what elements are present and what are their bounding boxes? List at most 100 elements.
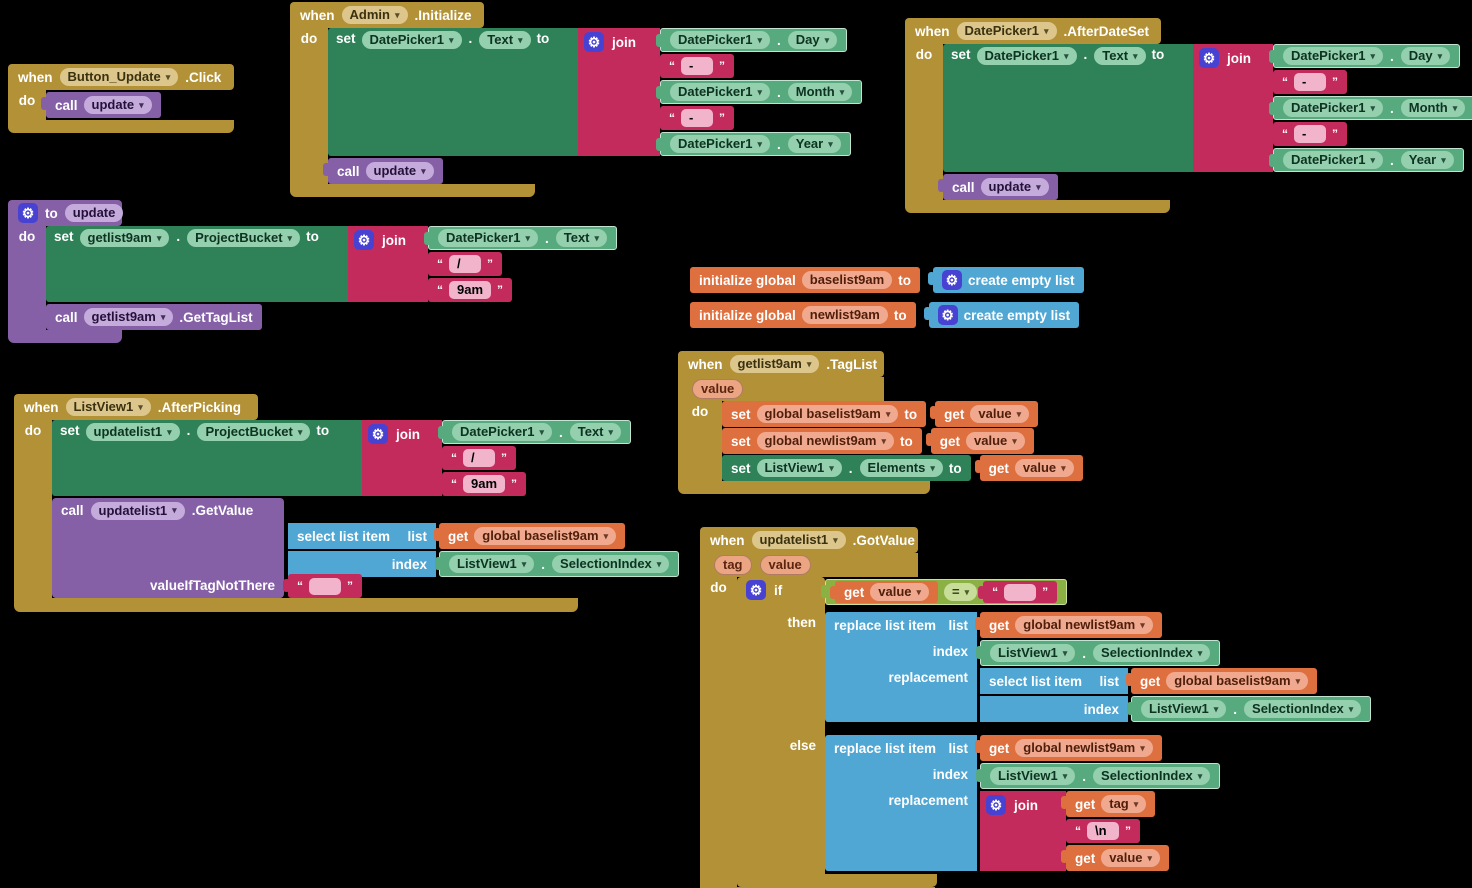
string-dash-block[interactable]: “-” xyxy=(1268,122,1347,146)
string-field[interactable]: - xyxy=(681,57,713,75)
string-dash-block[interactable]: “-” xyxy=(1268,70,1347,94)
property-dropdown[interactable]: SelectionIndex▾ xyxy=(1244,700,1362,718)
property-dropdown[interactable]: Text▾ xyxy=(1094,47,1146,65)
set-projectbucket-block[interactable]: set updatelist1▾ . ProjectBucket▾ to ⚙jo… xyxy=(52,420,632,496)
component-dropdown[interactable]: getlist9am▾ xyxy=(729,355,820,373)
set-datepicker-text-block[interactable]: set DatePicker1▾ . Text▾ to ⚙join DatePi… xyxy=(943,44,1472,172)
property-dropdown[interactable]: Text▾ xyxy=(555,229,608,247)
listview-selectionindex-getter[interactable]: ListView1▾ . SelectionIndex▾ xyxy=(434,551,680,577)
mutator-gear-icon[interactable]: ⚙ xyxy=(354,230,374,250)
string-empty-block[interactable]: “” xyxy=(978,581,1058,603)
variable-dropdown[interactable]: global baselist9am▾ xyxy=(756,405,899,423)
init-global-baselist9am-block[interactable]: initialize global baselist9am to xyxy=(690,267,920,293)
component-dropdown[interactable]: DatePicker1▾ xyxy=(361,31,462,49)
string-field[interactable]: / xyxy=(449,255,481,273)
string-dash-block[interactable]: “-” xyxy=(655,54,734,78)
datepicker-month-getter[interactable]: DatePicker1▾ . Month▾ xyxy=(1268,96,1472,120)
get-global-newlist9am-block[interactable]: get global newlist9am▾ xyxy=(975,612,1162,638)
block-when-getlist9am-taglist[interactable]: when getlist9am▾ .TagList value do set g… xyxy=(678,351,1083,494)
string-field[interactable]: \n xyxy=(1087,822,1119,840)
string-field[interactable]: - xyxy=(1294,125,1326,143)
listview-selectionindex-getter[interactable]: ListView1▾ . SelectionIndex▾ xyxy=(975,763,1221,789)
string-slash-block[interactable]: “/” xyxy=(437,446,516,470)
create-empty-list-block[interactable]: ⚙ create empty list xyxy=(927,267,1084,293)
property-dropdown[interactable]: ProjectBucket▾ xyxy=(197,423,311,441)
component-dropdown[interactable]: ListView1▾ xyxy=(65,398,151,416)
mutator-gear-icon[interactable]: ⚙ xyxy=(368,424,388,444)
call-update-block[interactable]: call update▾ xyxy=(41,92,161,118)
component-dropdown[interactable]: DatePicker1▾ xyxy=(452,423,552,441)
set-datepicker-text-block[interactable]: set DatePicker1▾ . Text▾ to ⚙join DatePi… xyxy=(328,28,863,156)
param-value[interactable]: value xyxy=(692,379,744,399)
property-dropdown[interactable]: Year▾ xyxy=(787,135,841,153)
set-global-newlist9am-block[interactable]: set global newlist9am▾ to xyxy=(722,428,922,454)
block-when-datepicker-afterdateset[interactable]: when DatePicker1▾ .AfterDateSet do set D… xyxy=(905,18,1472,213)
mutator-gear-icon[interactable]: ⚙ xyxy=(18,203,38,223)
procedure-dropdown[interactable]: update▾ xyxy=(83,96,152,114)
operator-dropdown[interactable]: =▾ xyxy=(944,583,978,601)
procedure-name-field[interactable]: update xyxy=(64,204,124,222)
string-field[interactable] xyxy=(309,577,341,595)
property-dropdown[interactable]: Day▾ xyxy=(1400,47,1451,65)
set-listview-elements-block[interactable]: set ListView1▾ . Elements▾ to xyxy=(722,455,971,481)
property-dropdown[interactable]: SelectionIndex▾ xyxy=(552,555,670,573)
procedure-dropdown[interactable]: update▾ xyxy=(980,178,1049,196)
string-field[interactable] xyxy=(1004,583,1037,601)
call-update-block[interactable]: call update▾ xyxy=(323,158,443,184)
string-9am-block[interactable]: “9am” xyxy=(422,278,513,302)
global-variable-blocks[interactable]: initialize global baselist9am to ⚙ creat… xyxy=(690,267,1084,328)
listview-selectionindex-getter[interactable]: ListView1▾ . SelectionIndex▾ xyxy=(975,640,1221,666)
string-9am-block[interactable]: “9am” xyxy=(436,472,527,496)
datepicker-year-getter[interactable]: DatePicker1▾ . Year▾ xyxy=(656,132,851,156)
get-value-block[interactable]: get value▾ xyxy=(925,428,1034,454)
variable-dropdown[interactable]: value▾ xyxy=(1101,849,1161,867)
mutator-gear-icon[interactable]: ⚙ xyxy=(746,580,766,600)
component-dropdown[interactable]: DatePicker1▾ xyxy=(670,83,770,101)
property-dropdown[interactable]: Day▾ xyxy=(787,31,838,49)
property-dropdown[interactable]: Month▾ xyxy=(1400,99,1466,117)
listview-selectionindex-getter[interactable]: ListView1▾ . SelectionIndex▾ xyxy=(1126,696,1372,722)
component-dropdown[interactable]: ListView1▾ xyxy=(1141,700,1227,718)
property-dropdown[interactable]: SelectionIndex▾ xyxy=(1093,767,1211,785)
block-procedure-update[interactable]: ⚙ to update do set getlist9am▾ . Project… xyxy=(8,200,618,343)
join-block[interactable]: ⚙join xyxy=(1193,44,1273,172)
component-dropdown[interactable]: DatePicker1▾ xyxy=(1283,99,1383,117)
property-dropdown[interactable]: Elements▾ xyxy=(859,459,943,477)
datepicker-year-getter[interactable]: DatePicker1▾ . Year▾ xyxy=(1269,148,1464,172)
component-dropdown[interactable]: getlist9am▾ xyxy=(83,308,174,326)
property-dropdown[interactable]: Year▾ xyxy=(1400,151,1454,169)
set-projectbucket-block[interactable]: set getlist9am▾ . ProjectBucket▾ to ⚙joi… xyxy=(46,226,618,302)
get-tag-block[interactable]: get tag▾ xyxy=(1060,791,1156,817)
component-dropdown[interactable]: DatePicker1▾ xyxy=(670,31,770,49)
mutator-gear-icon[interactable]: ⚙ xyxy=(1199,48,1219,68)
datepicker-text-getter[interactable]: DatePicker1▾ . Text▾ xyxy=(423,226,618,250)
component-dropdown[interactable]: ListView1▾ xyxy=(756,459,842,477)
component-dropdown[interactable]: DatePicker1▾ xyxy=(670,135,770,153)
datepicker-day-getter[interactable]: DatePicker1▾ . Day▾ xyxy=(1268,44,1461,68)
string-field[interactable]: 9am xyxy=(449,281,492,299)
component-dropdown[interactable]: Button_Update▾ xyxy=(59,68,179,86)
call-gettaglist-block[interactable]: call getlist9am▾ .GetTagList xyxy=(41,304,262,330)
call-update-block[interactable]: call update▾ xyxy=(938,174,1058,200)
get-value-block[interactable]: get value▾ xyxy=(930,401,1039,427)
procedure-dropdown[interactable]: update▾ xyxy=(365,162,434,180)
component-dropdown[interactable]: ListView1▾ xyxy=(990,767,1076,785)
datepicker-month-getter[interactable]: DatePicker1▾ . Month▾ xyxy=(655,80,863,104)
join-block[interactable]: ⚙join xyxy=(348,226,428,302)
get-value-block[interactable]: get value▾ xyxy=(829,581,939,603)
datepicker-text-getter[interactable]: DatePicker1▾ . Text▾ xyxy=(437,420,632,444)
property-dropdown[interactable]: ProjectBucket▾ xyxy=(187,229,301,247)
variable-dropdown[interactable]: value▾ xyxy=(870,583,930,601)
block-when-button-update-click[interactable]: when Button_Update▾ .Click do call updat… xyxy=(8,64,234,133)
property-dropdown[interactable]: Month▾ xyxy=(787,83,853,101)
variable-name-field[interactable]: newlist9am xyxy=(801,306,888,324)
get-global-newlist9am-block[interactable]: get global newlist9am▾ xyxy=(975,735,1162,761)
mutator-gear-icon[interactable]: ⚙ xyxy=(941,270,962,290)
component-dropdown[interactable]: DatePicker1▾ xyxy=(438,229,538,247)
variable-dropdown[interactable]: global newlist9am▾ xyxy=(756,432,895,450)
mutator-gear-icon[interactable]: ⚙ xyxy=(986,795,1006,815)
string-field[interactable]: - xyxy=(1294,73,1326,91)
